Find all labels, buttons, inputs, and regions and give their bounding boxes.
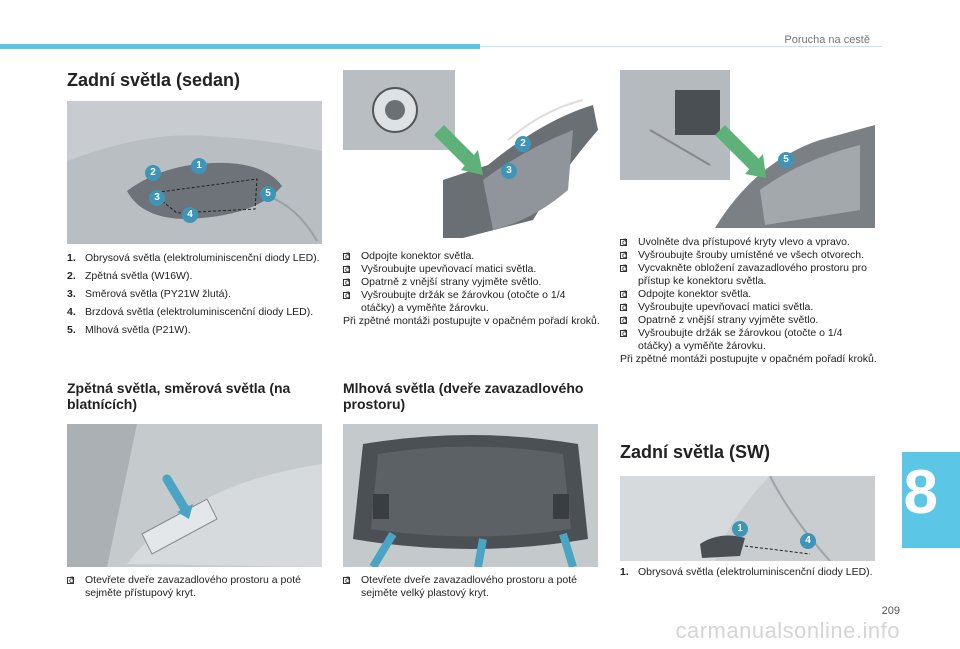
sedan-rear-light-photo: 1 2 3 4 5 xyxy=(67,101,322,244)
list-item: 2.Zpětná světla (W16W). xyxy=(67,270,193,282)
callout-3: 3 xyxy=(501,163,517,179)
list-item: 4.Brzdová světla (elektroluminiscenční d… xyxy=(67,306,314,318)
list-item: Opatrně z vnější strany vyjměte světlo. xyxy=(343,276,601,289)
page-number: 209 xyxy=(881,605,900,617)
list-item: 1.Obrysová světla (elektroluminiscenční … xyxy=(67,252,320,264)
callout-4: 4 xyxy=(182,207,198,223)
sedan-removal-steps: Odpojte konektor světla. Vyšroubujte upe… xyxy=(343,250,601,328)
list-item: Odpojte konektor světla. xyxy=(620,288,878,301)
list-item: Vycvakněte obložení zavazadlového prosto… xyxy=(620,262,878,288)
title-sw: Zadní světla (SW) xyxy=(620,442,771,462)
list-item: Opatrně z vnější strany vyjměte světlo. xyxy=(620,314,878,327)
callout-1: 1 xyxy=(191,158,207,174)
chapter-tab xyxy=(902,452,960,548)
callout-2: 2 xyxy=(515,136,531,152)
list-item: 3.Směrová světla (PY21W žlutá). xyxy=(67,288,231,300)
subtitle-fender-lights: Zpětná světla, směrová světla (na blatní… xyxy=(67,380,291,412)
fender-cover-photo xyxy=(67,424,322,567)
list-item: 5.Mlhová světla (P21W). xyxy=(67,324,191,336)
callout-5: 5 xyxy=(778,152,794,168)
callout-5: 5 xyxy=(260,186,276,202)
callout-3: 3 xyxy=(149,190,165,206)
section-title: Porucha na cestě xyxy=(784,34,870,46)
sw-light-list: 1.Obrysová světla (elektroluminiscenční … xyxy=(620,566,878,584)
callout-2: 2 xyxy=(145,165,161,181)
sw-light-removal-diagram: 5 xyxy=(620,70,875,228)
sedan-light-removal-diagram: 2 3 xyxy=(343,70,598,238)
title-sedan: Zadní světla (sedan) xyxy=(67,70,241,90)
list-item: Vyšroubujte držák se žárovkou (otočte o … xyxy=(343,289,601,315)
subtitle-fog-lights: Mlhová světla (dveře zavazadlového prost… xyxy=(343,380,584,412)
list-item: Otevřete dveře zavazadlového prostoru a … xyxy=(343,574,601,600)
chapter-number: 8 xyxy=(903,458,938,527)
watermark: carmanualsonline.info xyxy=(675,618,900,643)
fog-instructions: Otevřete dveře zavazadlového prostoru a … xyxy=(343,574,601,600)
trunk-cover-photo xyxy=(343,424,598,567)
header-accent-bar xyxy=(0,44,480,49)
list-item: Při zpětné montáži postupujte v opačném … xyxy=(620,353,877,365)
list-item: Vyšroubujte držák se žárovkou (otočte o … xyxy=(620,327,878,353)
list-item: Vyšroubujte upevňovací matici světla. xyxy=(620,301,878,314)
sw-rear-light-photo: 1 4 xyxy=(620,476,875,561)
sw-removal-steps: Uvolněte dva přístupové kryty vlevo a vp… xyxy=(620,236,878,366)
list-item: Vyšroubujte upevňovací matici světla. xyxy=(343,263,601,276)
header-rule xyxy=(480,46,882,47)
list-item: Vyšroubujte šrouby umístěné ve všech otv… xyxy=(620,249,878,262)
list-item: Při zpětné montáži postupujte v opačném … xyxy=(343,315,600,327)
fender-instructions: Otevřete dveře zavazadlového prostoru a … xyxy=(67,574,325,600)
list-item: Odpojte konektor světla. xyxy=(343,250,601,263)
callout-1: 1 xyxy=(732,521,748,537)
list-item: Otevřete dveře zavazadlového prostoru a … xyxy=(67,574,325,600)
sedan-light-list: 1.Obrysová světla (elektroluminiscenční … xyxy=(67,252,325,342)
list-item: Uvolněte dva přístupové kryty vlevo a vp… xyxy=(620,236,878,249)
list-item: 1.Obrysová světla (elektroluminiscenční … xyxy=(620,566,873,578)
callout-4: 4 xyxy=(800,533,816,549)
